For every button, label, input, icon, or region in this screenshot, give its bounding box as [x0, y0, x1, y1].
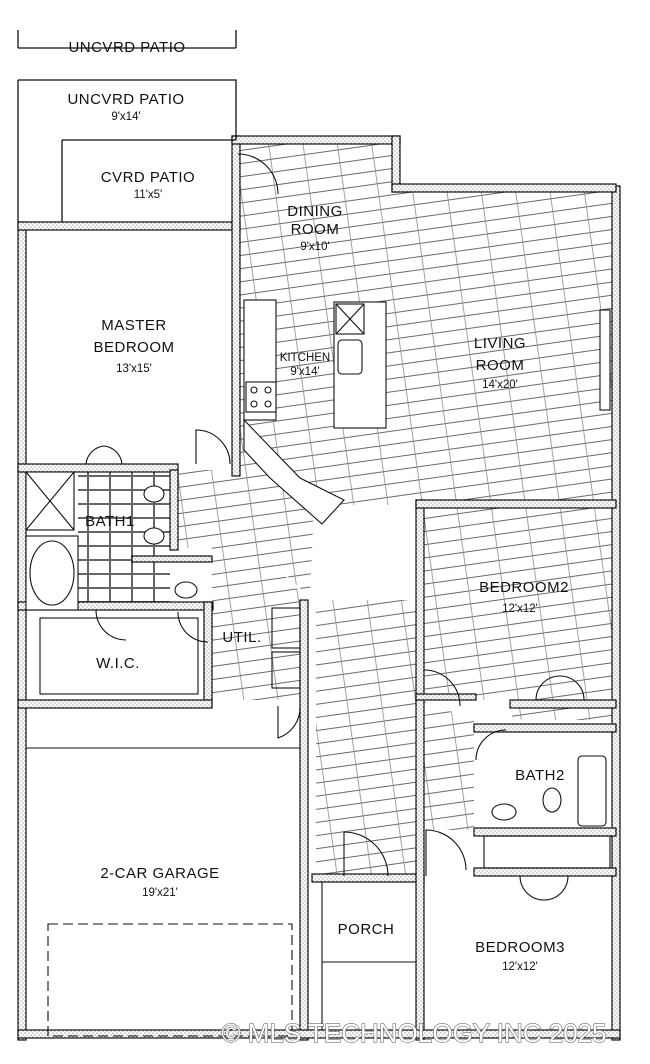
dining-room-name-1: DINING — [287, 203, 343, 220]
util-name: UTIL. — [222, 629, 261, 646]
watermark: © MLS TECHNOLOGY INC 2025 — [221, 1018, 606, 1048]
doors — [85, 153, 585, 901]
cvrd-patio-dim: 11'x5' — [134, 189, 162, 201]
living-room-dim: 14'x20' — [482, 379, 518, 391]
garage-name: 2-CAR GARAGE — [100, 865, 219, 882]
porch-name: PORCH — [338, 921, 395, 938]
bedroom3-dim: 12'x12' — [502, 961, 538, 973]
uncvrd-patio-dim: 9'x14' — [111, 111, 140, 123]
walls — [17, 135, 621, 1041]
bedroom2-name: BEDROOM2 — [479, 579, 569, 596]
master-bedroom-name-1: MASTER — [101, 317, 167, 334]
room-labels: UNCVRD PATIO 9'x14' CVRD PATIO 11'x5' DI… — [67, 91, 568, 973]
living-room-name-2: ROOM — [476, 357, 525, 374]
garage-door — [47, 923, 293, 1037]
closet-lines — [39, 607, 611, 869]
kitchen-dim: 9'x14' — [290, 366, 319, 378]
top-partial-label: UNCVRD PATIO — [68, 39, 185, 56]
wic-name: W.I.C. — [96, 655, 140, 672]
kitchen-counters — [243, 299, 611, 525]
bath1-name: BATH1 — [85, 513, 135, 530]
master-bedroom-dim: 13'x15' — [116, 363, 152, 375]
living-room-name-1: LIVING — [474, 335, 526, 352]
dining-room-dim: 9'x10' — [300, 241, 329, 253]
bedroom2-dim: 12'x12' — [502, 603, 538, 615]
garage-dim: 19'x21' — [142, 887, 178, 899]
hatched-floors — [175, 140, 612, 876]
dining-room-name-2: ROOM — [291, 221, 340, 238]
bath-fixtures — [25, 471, 607, 827]
cvrd-patio-name: CVRD PATIO — [101, 169, 195, 186]
top-partial-patio: UNCVRD PATIO — [17, 30, 237, 56]
patio-outlines — [17, 79, 237, 222]
bath2-name: BATH2 — [515, 767, 565, 784]
master-bedroom-name-2: BEDROOM — [93, 339, 174, 356]
kitchen-name: KITCHEN — [280, 352, 330, 364]
uncvrd-patio-name: UNCVRD PATIO — [67, 91, 184, 108]
bedroom3-name: BEDROOM3 — [475, 939, 565, 956]
